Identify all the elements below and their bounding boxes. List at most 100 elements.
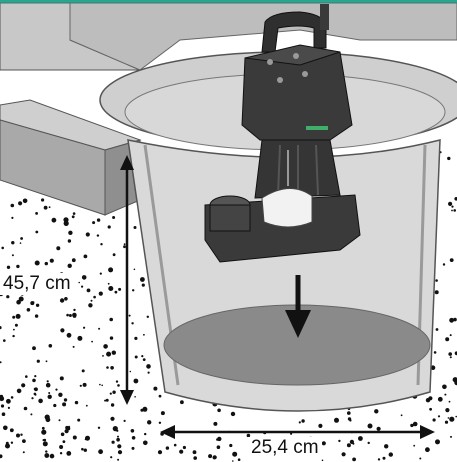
gravel-dot (11, 428, 14, 431)
gravel-dot (449, 258, 454, 262)
gravel-dot (45, 450, 48, 453)
gravel-dot (41, 426, 45, 430)
gravel-dot (53, 403, 57, 408)
gravel-dot (55, 388, 58, 391)
gravel-dot (140, 277, 145, 282)
gravel-dot (0, 454, 3, 459)
gravel-dot (111, 440, 115, 444)
gravel-dot (88, 303, 93, 308)
gravel-dot (419, 457, 422, 460)
gravel-dot (32, 301, 35, 304)
gravel-dot (0, 326, 2, 330)
gravel-dot (45, 417, 51, 423)
gravel-dot (388, 452, 393, 457)
gravel-dot (173, 443, 177, 447)
gravel-dot (42, 441, 48, 447)
gravel-dot (442, 384, 447, 390)
gravel-dot (77, 418, 81, 422)
gravel-dot (133, 378, 139, 384)
gravel-dot (35, 230, 39, 234)
gravel-dot (0, 361, 2, 364)
gravel-dot (59, 445, 64, 449)
gravel-dot (358, 436, 363, 441)
gravel-dot (56, 246, 61, 251)
gravel-dot (3, 425, 8, 431)
gravel-dot (67, 263, 72, 268)
gravel-dot (102, 355, 104, 357)
gravel-dot (117, 384, 120, 387)
gravel-dot (16, 299, 21, 305)
gravel-dot (92, 221, 96, 225)
gravel-dot (341, 452, 346, 457)
gravel-dot (108, 267, 114, 273)
gravel-dot (131, 436, 136, 440)
gravel-dot (100, 243, 103, 246)
gravel-dot (97, 426, 101, 429)
gravel-dot (13, 328, 15, 331)
gravel-dot (444, 393, 447, 396)
gravel-dot (352, 442, 355, 445)
gravel-dot (347, 417, 352, 421)
gravel-dot (48, 344, 53, 348)
gravel-dot (10, 396, 14, 399)
gravel-dot (384, 444, 389, 449)
gravel-dot (68, 314, 72, 317)
gravel-dot (110, 403, 115, 407)
gravel-dot (49, 258, 54, 263)
gravel-dot (35, 303, 40, 307)
pump-rib (277, 144, 281, 196)
gravel-dot (212, 456, 216, 460)
gravel-dot (90, 299, 93, 302)
gravel-dot (85, 232, 90, 237)
gravel-dot (110, 366, 114, 370)
gravel-dot (246, 433, 251, 438)
gravel-dot (45, 382, 51, 388)
gravel-dot (425, 447, 430, 453)
gravel-dot (437, 396, 443, 402)
gravel-dot (62, 440, 66, 443)
gravel-dot (7, 406, 10, 409)
gravel-dot (62, 402, 67, 407)
gravel-dot (134, 336, 138, 340)
gravel-dot (413, 444, 416, 447)
gravel-dot (48, 206, 51, 209)
gravel-dot (117, 435, 119, 438)
gravel-dot (133, 226, 137, 229)
gravel-dot (26, 308, 31, 312)
gravel-dot (430, 365, 436, 371)
gravel-dot (41, 429, 47, 435)
gravel-dot (85, 435, 90, 441)
bolt-icon (277, 77, 283, 83)
gravel-dot (32, 346, 36, 351)
gravel-dot (117, 444, 122, 449)
gravel-dot (41, 198, 45, 202)
arrow-up-icon (120, 155, 134, 170)
gravel-dot (81, 369, 85, 373)
gravel-dot (232, 460, 234, 462)
gravel-dot (449, 416, 455, 422)
gravel-dot (46, 380, 49, 383)
gravel-dot (59, 452, 63, 455)
gravel-dot (141, 355, 144, 358)
gravel-dot (400, 414, 403, 417)
gravel-dot (208, 454, 213, 459)
gravel-dot (112, 253, 116, 257)
gravel-dot (131, 446, 135, 450)
gravel-dot (428, 396, 433, 401)
gravel-dot (435, 439, 440, 445)
gravel-dot (83, 448, 88, 452)
gravel-dot (217, 436, 222, 442)
gravel-dot (16, 264, 20, 269)
gravel-dot (78, 281, 80, 284)
gravel-dot (434, 290, 439, 295)
bolt-icon (293, 53, 299, 59)
bolt-icon (302, 71, 308, 77)
gravel-dot (182, 445, 186, 450)
gravel-dot (179, 449, 184, 454)
gravel-dot (447, 417, 450, 419)
gravel-dot (64, 297, 68, 301)
gravel-dot (22, 451, 25, 454)
gravel-dot (63, 217, 69, 223)
gravel-dot (74, 400, 79, 405)
